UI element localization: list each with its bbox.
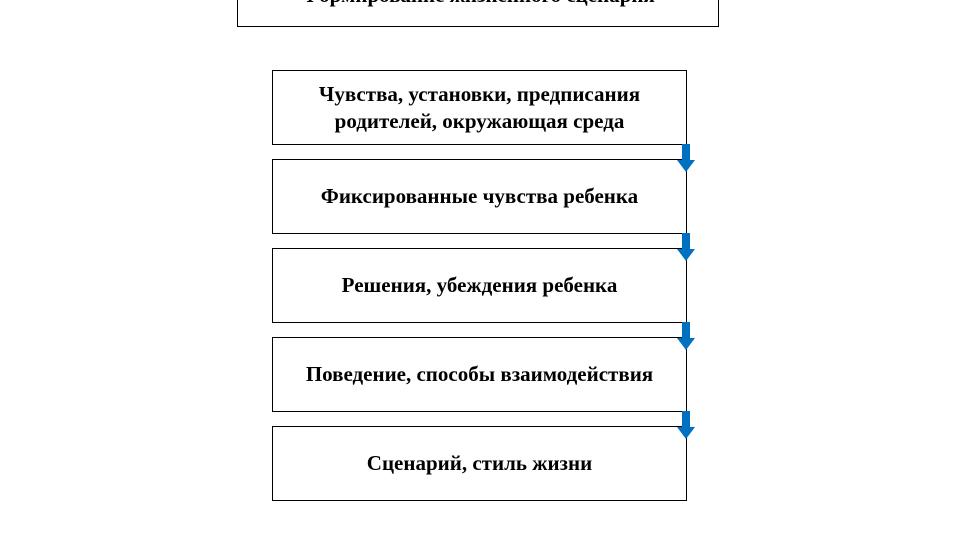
diagram-title: Формирование жизненного сценария	[301, 0, 655, 8]
arrow-down-icon	[677, 144, 695, 172]
step-box-1: Чувства, установки, предписания родителе…	[272, 70, 687, 145]
diagram-title-box: Формирование жизненного сценария	[237, 0, 719, 27]
step-box-2: Фиксированные чувства ребенка	[272, 159, 687, 234]
arrow-down-icon	[677, 411, 695, 439]
step-box-5: Сценарий, стиль жизни	[272, 426, 687, 501]
step-label-5: Сценарий, стиль жизни	[366, 451, 593, 475]
step-box-3: Решения, убеждения ребенка	[272, 248, 687, 323]
step-label-3: Решения, убеждения ребенка	[341, 273, 618, 297]
step-box-4: Поведение, способы взаимодействия	[272, 337, 687, 412]
step-label-1: Чувства, установки, предписания родителе…	[318, 81, 641, 133]
step-label-4: Поведение, способы взаимодействия	[305, 362, 654, 386]
step-label-2: Фиксированные чувства ребенка	[320, 184, 639, 208]
arrow-down-icon	[677, 322, 695, 350]
arrow-down-icon	[677, 233, 695, 261]
